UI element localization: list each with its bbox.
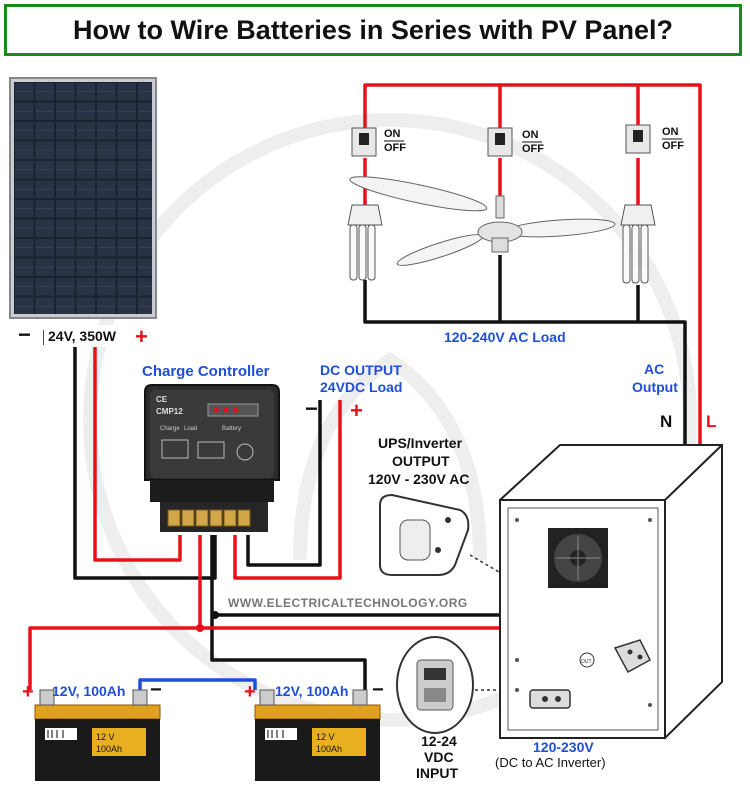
switch-3-on: ON [662, 126, 679, 138]
inverter-description: (DC to AC Inverter) [495, 755, 606, 770]
ups-output-line1: UPS/Inverter [378, 435, 463, 451]
dc-output-minus-sign: − [305, 396, 318, 421]
background-watermark [83, 113, 697, 727]
dc-output-line1: DC OUTPUT [320, 362, 402, 378]
neutral-label: N [660, 412, 672, 431]
panel-plus-sign: + [135, 324, 148, 349]
controller-ce-mark: CE [156, 395, 168, 404]
inverter-ac-socket [613, 639, 651, 674]
switch-2-off: OFF [522, 143, 544, 155]
dc-input-line1: 12-24 [421, 733, 457, 749]
series-link-wire [138, 678, 257, 690]
controller-led-battery: Battery [222, 426, 241, 432]
controller-led-charge: Charge [160, 426, 180, 432]
cfl-bulb-2 [620, 204, 656, 284]
battery-2-rating: 12V, 100Ah [275, 683, 348, 699]
junction-positive [196, 624, 204, 632]
battery-2-plus-sign: + [244, 681, 256, 703]
dc-connector-callout [396, 636, 474, 734]
line-label: L [706, 412, 716, 431]
website-watermark: WWW.ELECTRICALTECHNOLOGY.ORG [228, 596, 468, 610]
switch-2-on: ON [522, 129, 539, 141]
battery-1-minus-sign: − [150, 679, 162, 701]
switch-1-on: ON [384, 128, 401, 140]
controller-led-load: Load [184, 426, 197, 432]
inverter-fan [548, 528, 608, 588]
panel-minus-sign: − [18, 322, 31, 347]
charge-controller [144, 384, 280, 532]
switch-1-off: OFF [384, 142, 406, 154]
dc-load-negative-wire [246, 400, 322, 567]
junction-negative [211, 611, 219, 619]
ceiling-fan [349, 176, 616, 266]
dc-input-line2: VDC [424, 749, 454, 765]
battery-1-face-voltage: 12 V [96, 732, 115, 742]
battery-1 [34, 689, 161, 781]
charge-controller-label: Charge Controller [142, 363, 270, 380]
cfl-bulb-1 [347, 204, 383, 281]
ups-output-line3: 120V - 230V AC [368, 471, 469, 487]
page-title: How to Wire Batteries in Series with PV … [73, 14, 673, 45]
battery-negative-bus [210, 535, 367, 690]
battery-2-minus-sign: − [372, 679, 384, 701]
inverter-rating: 120-230V [533, 739, 594, 755]
switch-2 [487, 127, 513, 157]
controller-model: CMP12 [156, 407, 183, 416]
title-box: How to Wire Batteries in Series with PV … [4, 4, 742, 56]
inverter-out-button [579, 652, 595, 668]
inverter-dc-socket [529, 689, 571, 709]
battery-1-face-capacity: 100Ah [96, 744, 122, 754]
battery-1-plus-sign: + [22, 681, 34, 703]
solar-panel [9, 77, 157, 319]
dc-load-positive-wire [233, 400, 342, 580]
ac-load-label: 120-240V AC Load [444, 329, 566, 345]
panel-rating: 24V, 350W [48, 328, 117, 344]
dc-output-line2: 24VDC Load [320, 379, 402, 395]
battery-2-face-voltage: 12 V [316, 732, 335, 742]
inverter-out-button-label: OUT [581, 659, 592, 665]
dc-input-line3: INPUT [416, 765, 458, 781]
battery-positive-bus [28, 535, 202, 690]
switch-3 [625, 124, 651, 154]
ups-output-line2: OUTPUT [392, 453, 450, 469]
ac-output-line2: Output [632, 379, 678, 395]
dc-output-plus-sign: + [350, 398, 363, 423]
ac-output-line1: AC [644, 361, 664, 377]
battery-2-face-capacity: 100Ah [316, 744, 342, 754]
ac-plug-callout [379, 493, 470, 576]
switch-1 [351, 127, 377, 157]
battery-2 [254, 689, 381, 781]
battery-1-rating: 12V, 100Ah [52, 683, 125, 699]
switch-3-off: OFF [662, 140, 684, 152]
